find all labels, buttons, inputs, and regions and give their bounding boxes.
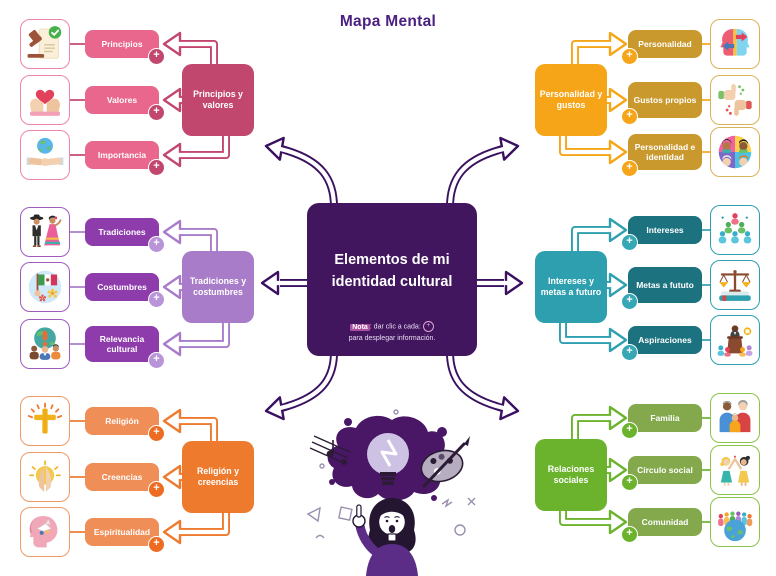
note-plus-icon: +: [422, 321, 434, 333]
subtopic-label: Espiritualidad: [93, 526, 151, 537]
subtopic-label: Importancia: [97, 149, 147, 160]
subtopic-label: Religión: [105, 415, 139, 426]
praying-hands-icon: [20, 452, 70, 502]
subtopic-label: Aspiraciones: [638, 334, 692, 345]
culture-alert-icon: [20, 319, 70, 369]
expand-comunidad-button[interactable]: +: [621, 526, 638, 543]
expand-personalidad-e-identidad-button[interactable]: +: [621, 160, 638, 177]
expand-personalidad-button[interactable]: +: [621, 48, 638, 65]
expand-costumbres-button[interactable]: +: [148, 291, 165, 308]
subtopic-importancia: Importancia: [85, 141, 159, 169]
expand-importancia-button[interactable]: +: [148, 159, 165, 176]
central-topic-node: Elementos de mi identidad cultural Nota:…: [307, 203, 477, 356]
subtopic-personalidad-e-identidad: Personalidad e identidad: [628, 134, 702, 170]
gavel-check-icon: [20, 19, 70, 69]
subtopic-label: Principios: [101, 38, 143, 49]
subtopic-relevancia-cultural: Relevancia cultural: [85, 326, 159, 362]
note: Nota: dar clic a cada:+ para desplegar i…: [307, 321, 477, 344]
expand-familia-button[interactable]: +: [621, 422, 638, 439]
cross-icon: [20, 396, 70, 446]
expand-religion-button[interactable]: +: [148, 425, 165, 442]
branch-label: Relaciones sociales: [547, 463, 595, 485]
subtopic-label: Creencias: [101, 471, 143, 482]
subtopic-creencias: Creencias: [85, 463, 159, 491]
subtopic-comunidad: Comunidad: [628, 508, 702, 536]
hands-heart-icon: [20, 75, 70, 125]
subtopic-gustos-propios: Gustos propios: [628, 82, 702, 118]
expand-circulo-social-button[interactable]: +: [621, 474, 638, 491]
subtopic-label: Familia: [650, 412, 680, 423]
subtopic-aspiraciones: Aspiraciones: [628, 326, 702, 354]
diverse-faces-icon: [710, 127, 760, 177]
creative-thinking-illustration: [306, 409, 476, 576]
subtopic-costumbres: Costumbres: [85, 273, 159, 301]
mexican-flag-icon: [20, 262, 70, 312]
family-icon: [710, 393, 760, 443]
subtopic-principios: Principios: [85, 30, 159, 58]
heads-arrows-icon: [710, 19, 760, 69]
subtopic-intereses: Intereses: [628, 216, 702, 244]
subtopic-label: Valores: [106, 94, 138, 105]
subtopic-metas-a-fututo: Metas a fututo: [628, 267, 702, 303]
note-line2: para desplegar información.: [348, 334, 436, 342]
expand-relevancia-cultural-button[interactable]: +: [148, 352, 165, 369]
note-label: Nota: [350, 323, 370, 331]
subtopic-label: Personalidad e identidad: [634, 141, 696, 162]
branch-relaciones-sociales: Relaciones sociales: [535, 439, 607, 511]
branch-tradiciones-y-costumbres: Tradiciones y costumbres: [182, 251, 254, 323]
branch-principios-y-valores: Principios y valores: [182, 64, 254, 136]
subtopic-label: Relevancia cultural: [99, 333, 145, 354]
branch-label: Intereses y metas a futuro: [540, 275, 602, 297]
subtopic-espiritualidad: Espiritualidad: [85, 518, 159, 546]
branch-intereses-y-metas: Intereses y metas a futuro: [535, 251, 607, 323]
expand-espiritualidad-button[interactable]: +: [148, 536, 165, 553]
page-title: Mapa Mental: [339, 13, 437, 30]
subtopic-familia: Familia: [628, 404, 702, 432]
subtopic-label: Intereses: [646, 224, 684, 235]
subtopic-label: Tradiciones: [98, 226, 146, 237]
expand-valores-button[interactable]: +: [148, 104, 165, 121]
branch-label: Principios y valores: [193, 88, 243, 110]
subtopic-label: Círculo social: [637, 464, 693, 475]
podium-speaker-icon: [710, 315, 760, 365]
subtopic-label: Metas a fututo: [636, 279, 694, 290]
mind-spirit-icon: [20, 507, 70, 557]
expand-gustos-propios-button[interactable]: +: [621, 108, 638, 125]
expand-intereses-button[interactable]: +: [621, 234, 638, 251]
subtopic-label: Personalidad: [638, 38, 692, 49]
branch-personalidad-y-gustos: Personalidad y gustos: [535, 64, 607, 136]
expand-creencias-button[interactable]: +: [148, 481, 165, 498]
expand-aspiraciones-button[interactable]: +: [621, 344, 638, 361]
expand-principios-button[interactable]: +: [148, 48, 165, 65]
globe-handshake-icon: [20, 130, 70, 180]
subtopic-tradiciones: Tradiciones: [85, 218, 159, 246]
central-topic-line1: Elementos de mi: [334, 252, 450, 268]
folk-dancers-icon: [20, 207, 70, 257]
expand-metas-button[interactable]: +: [621, 293, 638, 310]
expand-tradiciones-button[interactable]: +: [148, 236, 165, 253]
subtopic-personalidad: Personalidad: [628, 30, 702, 58]
scales-book-icon: [710, 260, 760, 310]
branch-label: Personalidad y gustos: [539, 88, 603, 110]
subtopic-circulo-social: Círculo social: [628, 456, 702, 484]
branch-label: Religión y creencias: [196, 465, 240, 487]
people-globe-icon: [710, 497, 760, 547]
subtopic-label: Costumbres: [97, 281, 147, 292]
branch-label: Tradiciones y costumbres: [189, 275, 247, 297]
thumbs-icon: [710, 75, 760, 125]
subtopic-religion: Religión: [85, 407, 159, 435]
highfive-icon: [710, 445, 760, 495]
people-pyramid-icon: [710, 205, 760, 255]
central-topic-line2: identidad cultural: [331, 273, 453, 290]
note-text: : dar clic a cada:: [369, 323, 421, 331]
branch-religion-y-creencias: Religión y creencias: [182, 441, 254, 513]
subtopic-valores: Valores: [85, 86, 159, 114]
subtopic-label: Comunidad: [641, 516, 689, 527]
subtopic-label: Gustos propios: [633, 94, 697, 105]
